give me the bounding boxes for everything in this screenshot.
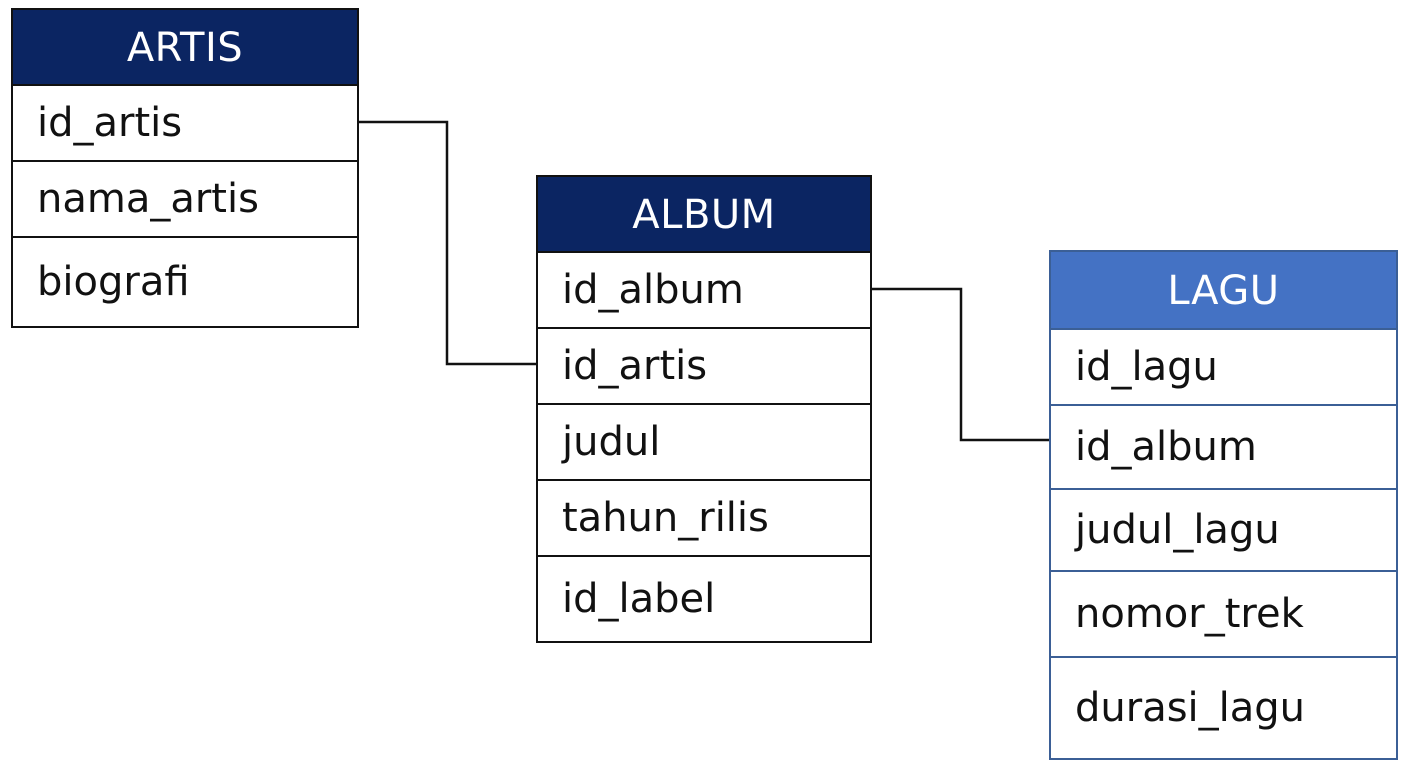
field-tahun-rilis: tahun_rilis bbox=[538, 481, 870, 557]
relationship-artis-album bbox=[359, 120, 536, 366]
field-id-artis: id_artis bbox=[538, 329, 870, 405]
entity-lagu: LAGU id_lagu id_album judul_lagu nomor_t… bbox=[1049, 250, 1398, 760]
entity-artis: ARTIS id_artis nama_artis biografi bbox=[11, 8, 359, 328]
field-judul-lagu: judul_lagu bbox=[1051, 490, 1396, 572]
field-id-label: id_label bbox=[562, 576, 716, 622]
field-id-lagu: id_lagu bbox=[1051, 330, 1396, 406]
relationship-album-lagu bbox=[872, 287, 1049, 442]
entity-title: ARTIS bbox=[13, 10, 357, 86]
field-id-album: id_album bbox=[538, 253, 870, 329]
field-judul: judul bbox=[538, 405, 870, 481]
entity-album: ALBUM id_album id_artis judul tahun_rili… bbox=[536, 175, 872, 643]
entity-title: ALBUM bbox=[538, 177, 870, 253]
field-nama-artis: nama_artis bbox=[13, 162, 357, 238]
entity-title: LAGU bbox=[1051, 252, 1396, 330]
field-biografi: biografi bbox=[37, 259, 190, 305]
field-id-album: id_album bbox=[1051, 406, 1396, 490]
field-nomor-trek: nomor_trek bbox=[1051, 572, 1396, 658]
field-id-artis: id_artis bbox=[13, 86, 357, 162]
field-durasi-lagu: durasi_lagu bbox=[1075, 685, 1306, 731]
